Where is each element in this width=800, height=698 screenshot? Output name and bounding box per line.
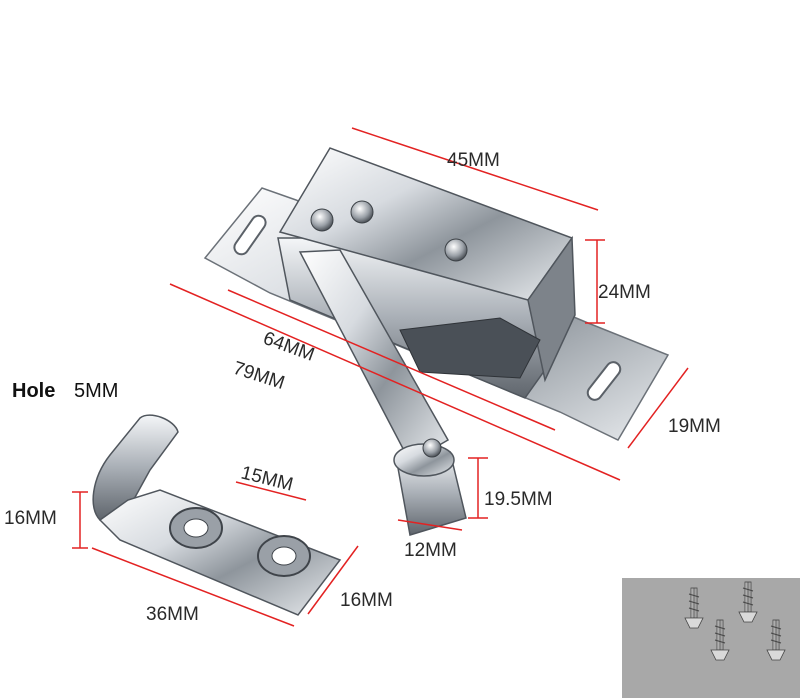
label-24: 24MM bbox=[598, 282, 651, 303]
strike-plate bbox=[92, 414, 342, 616]
main-latch bbox=[203, 147, 670, 536]
screw-icon bbox=[766, 619, 786, 661]
hole-value: 5MM bbox=[74, 380, 118, 402]
screw-hole-inner bbox=[183, 518, 209, 538]
housing-front bbox=[527, 235, 576, 383]
screw-hole-inner bbox=[271, 546, 297, 566]
dim-line-36 bbox=[91, 547, 295, 627]
pivot-icon bbox=[422, 438, 442, 458]
screws-panel bbox=[622, 578, 800, 698]
dim-line-64 bbox=[227, 289, 556, 431]
screw-icon bbox=[738, 581, 758, 623]
rivet-icon bbox=[310, 208, 334, 232]
label-79: 79MM bbox=[230, 358, 287, 394]
hole-label: Hole bbox=[12, 380, 55, 402]
dim-line-19 bbox=[627, 367, 689, 449]
plate bbox=[98, 489, 342, 616]
hook bbox=[92, 414, 179, 521]
label-16-right: 16MM bbox=[340, 590, 393, 611]
label-19: 19MM bbox=[668, 416, 721, 437]
label-45: 45MM bbox=[447, 150, 500, 171]
label-16-left: 16MM bbox=[4, 508, 57, 529]
screw-icon bbox=[684, 587, 704, 629]
screw-icon bbox=[710, 619, 730, 661]
dim-line-16-right bbox=[307, 545, 359, 615]
right-slot bbox=[586, 361, 622, 401]
inner-mechanism bbox=[399, 317, 541, 379]
rivet-icon bbox=[444, 238, 468, 262]
dim-line-79 bbox=[169, 283, 621, 481]
label-64: 64MM bbox=[260, 328, 317, 366]
label-36: 36MM bbox=[146, 604, 199, 625]
dim-line-12 bbox=[397, 519, 463, 531]
screws-background bbox=[622, 578, 800, 698]
rivet-icon bbox=[350, 200, 374, 224]
dim-line-15 bbox=[235, 481, 307, 501]
label-12: 12MM bbox=[404, 540, 457, 561]
dimension-lines bbox=[72, 127, 689, 627]
dim-line-45 bbox=[351, 127, 599, 211]
label-19-5: 19.5MM bbox=[484, 489, 553, 510]
latch-arm bbox=[298, 249, 450, 464]
left-slot bbox=[233, 214, 267, 256]
